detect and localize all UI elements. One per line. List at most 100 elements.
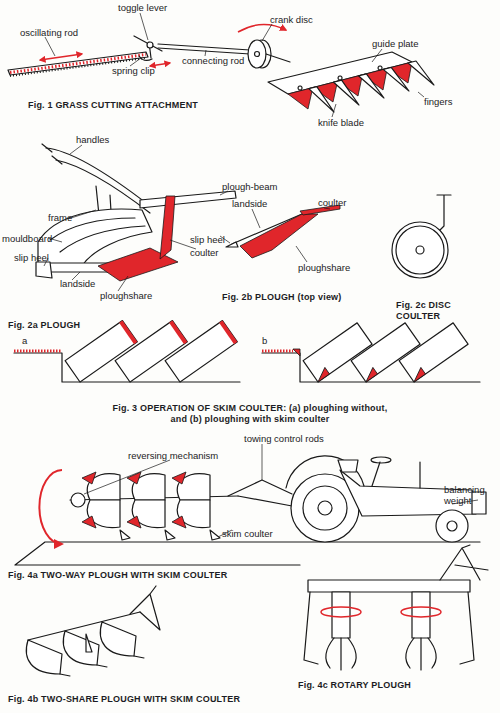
hitch-mast — [130, 586, 160, 630]
two-share-plough — [26, 586, 160, 676]
leader-line — [84, 444, 478, 537]
figure-caption: Fig. 4a TWO-WAY PLOUGH WITH SKIM COULTER — [8, 570, 227, 581]
rotation-arrow — [238, 24, 286, 32]
rotation-arrow — [39, 470, 62, 544]
hub — [447, 521, 457, 531]
part-label: landside — [232, 198, 267, 209]
rivet — [298, 66, 382, 90]
balancing-weight — [472, 492, 486, 514]
mudguard — [286, 456, 364, 488]
crank-pin — [255, 52, 260, 57]
skimmed-wedge — [293, 349, 300, 356]
grass-layer — [14, 350, 62, 353]
part-label: slip heel — [190, 234, 225, 245]
knife-blade — [288, 62, 412, 109]
part-label: towing control rods — [244, 433, 324, 444]
share — [60, 656, 144, 676]
connecting-rod — [158, 44, 250, 54]
leader-line — [220, 208, 330, 262]
tine — [326, 638, 437, 670]
ground — [15, 542, 480, 565]
skim-coulter — [86, 634, 92, 652]
ploughshare — [240, 214, 318, 258]
mouldboard-shading — [50, 218, 145, 252]
plough — [36, 144, 236, 291]
furrow-slice — [165, 321, 237, 382]
grass-layer — [169, 321, 187, 345]
hub — [318, 501, 332, 515]
part-label: coulter — [318, 197, 347, 208]
buried-grass — [313, 367, 329, 382]
drive-shaft — [266, 54, 290, 62]
part-label: landside — [60, 278, 95, 289]
part-label: balancing weight — [444, 484, 494, 506]
rotary-plough — [304, 545, 488, 670]
plough-body-upper — [87, 474, 210, 500]
reversing-mechanism — [71, 493, 85, 507]
part-label: spring clip — [112, 65, 155, 76]
steering-column — [372, 462, 380, 486]
figure-caption: Fig. 2c DISC COULTER — [396, 300, 496, 322]
soil-slab — [165, 321, 237, 382]
part-label: slip heel — [14, 252, 49, 263]
grass-layer — [262, 350, 293, 353]
exhaust — [419, 462, 420, 488]
grass-layer — [119, 321, 137, 345]
hub — [416, 246, 424, 254]
part-label: oscillating rod — [20, 27, 78, 38]
disc-coulter — [392, 195, 451, 278]
wheel-rim — [303, 486, 347, 530]
rotation-arrow — [321, 607, 361, 617]
plough-beam — [140, 191, 236, 208]
slip-heel — [226, 242, 238, 247]
part-label: ploughshare — [298, 262, 350, 273]
part-label: b — [262, 335, 267, 346]
buried-grass — [409, 367, 425, 382]
finger — [309, 61, 434, 112]
part-label: crank disc — [270, 14, 313, 25]
disc-edge — [396, 226, 444, 274]
part-label: a — [22, 335, 27, 346]
slip-heel — [36, 262, 52, 278]
part-label: reversing mechanism — [128, 450, 218, 461]
rotor-housing — [412, 592, 430, 638]
part-label: mouldboard — [2, 233, 52, 244]
leader-line — [44, 145, 228, 291]
part-label: toggle lever — [118, 2, 167, 13]
share — [82, 472, 186, 528]
towing-control-rods — [228, 480, 292, 506]
frame — [308, 580, 470, 592]
figure-caption: Fig. 2b PLOUGH (top view) — [222, 292, 342, 303]
plough-body — [26, 622, 136, 674]
figure-caption: Fig. 4b TWO-SHARE PLOUGH WITH SKIM COULT… — [8, 694, 240, 705]
plough-top-view — [220, 205, 340, 262]
part-label: connecting rod — [182, 55, 244, 66]
part-label: knife blade — [318, 117, 364, 128]
two-way-plough — [15, 444, 486, 565]
part-label: ploughshare — [100, 290, 152, 301]
seat — [338, 460, 358, 472]
disc — [392, 222, 448, 278]
coulter — [160, 196, 175, 259]
part-label: skim coulter — [222, 528, 273, 539]
motion-arrow — [40, 54, 82, 60]
grass-cutting-attachment — [8, 13, 434, 117]
figure-caption: Fig. 3 OPERATION OF SKIM COULTER: (a) pl… — [110, 403, 390, 425]
part-label: handles — [76, 134, 109, 145]
rotor-housing — [332, 592, 350, 638]
front-wheel — [436, 510, 468, 542]
grip — [42, 144, 62, 164]
rotation-arrow — [401, 607, 441, 617]
part-label: plough-beam — [222, 181, 277, 192]
plough-body-lower — [87, 500, 210, 528]
part-label: fingers — [424, 96, 453, 107]
figure-caption: Fig. 4c ROTARY PLOUGH — [298, 680, 411, 691]
figure-caption: Fig. 2a PLOUGH — [8, 320, 80, 331]
pivot — [147, 42, 153, 48]
soil-slab — [399, 323, 468, 382]
hitch-mast — [440, 545, 488, 580]
part-label: guide plate — [372, 38, 418, 49]
crank-disc — [248, 40, 266, 68]
